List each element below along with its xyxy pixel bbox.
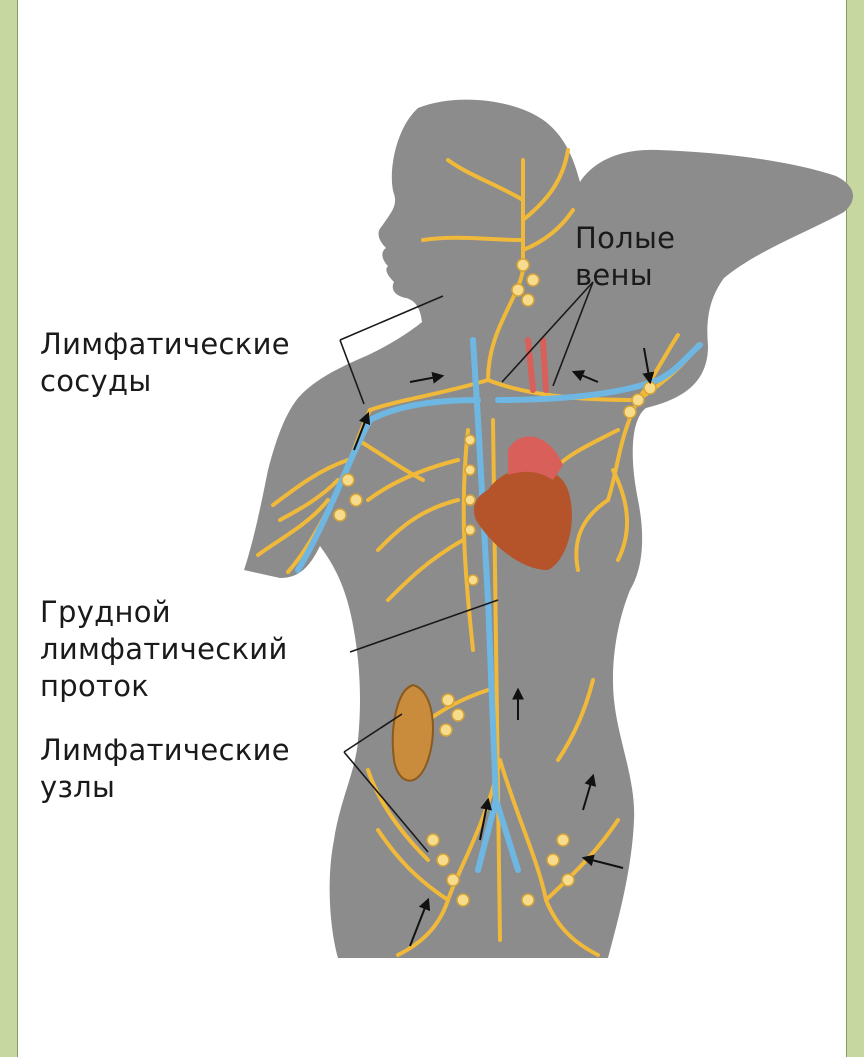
diagram-frame: Полые вены Лимфатические сосуды Грудной … xyxy=(17,0,847,1057)
label-thoracic-duct: Грудной лимфатический проток xyxy=(40,594,288,705)
label-lymph-vessels: Лимфатические сосуды xyxy=(40,326,290,400)
label-vena-cava: Полые вены xyxy=(575,220,675,294)
lymphatic-system-diagram xyxy=(18,0,864,1057)
label-lymph-nodes: Лимфатические узлы xyxy=(40,732,290,806)
